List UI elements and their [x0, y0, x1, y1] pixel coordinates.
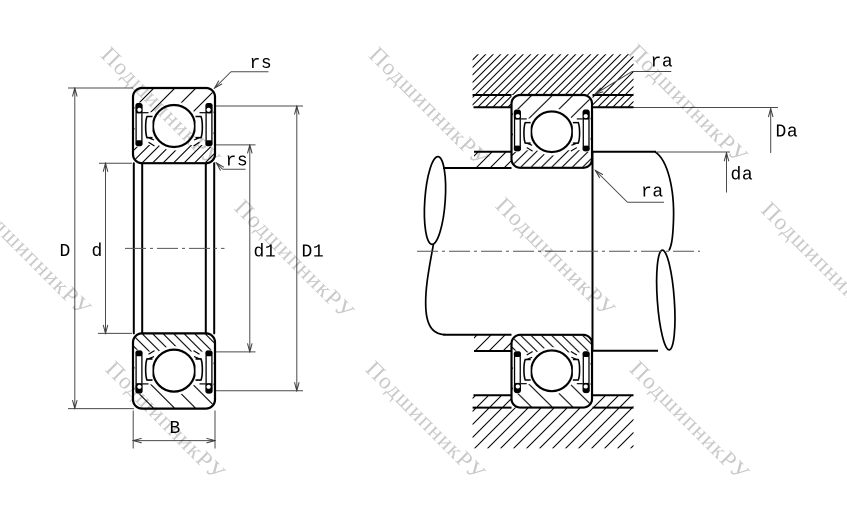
- svg-text:rs: rs: [226, 152, 249, 172]
- svg-text:da: da: [731, 166, 754, 186]
- svg-text:ra: ra: [641, 183, 664, 203]
- svg-text:rs: rs: [250, 54, 273, 74]
- svg-text:Da: Da: [776, 123, 799, 143]
- svg-text:ra: ra: [651, 53, 674, 73]
- svg-text:d: d: [92, 242, 103, 262]
- svg-text:B: B: [170, 419, 181, 439]
- svg-text:D: D: [60, 242, 71, 262]
- svg-text:d1: d1: [254, 243, 277, 263]
- svg-text:D1: D1: [302, 243, 325, 263]
